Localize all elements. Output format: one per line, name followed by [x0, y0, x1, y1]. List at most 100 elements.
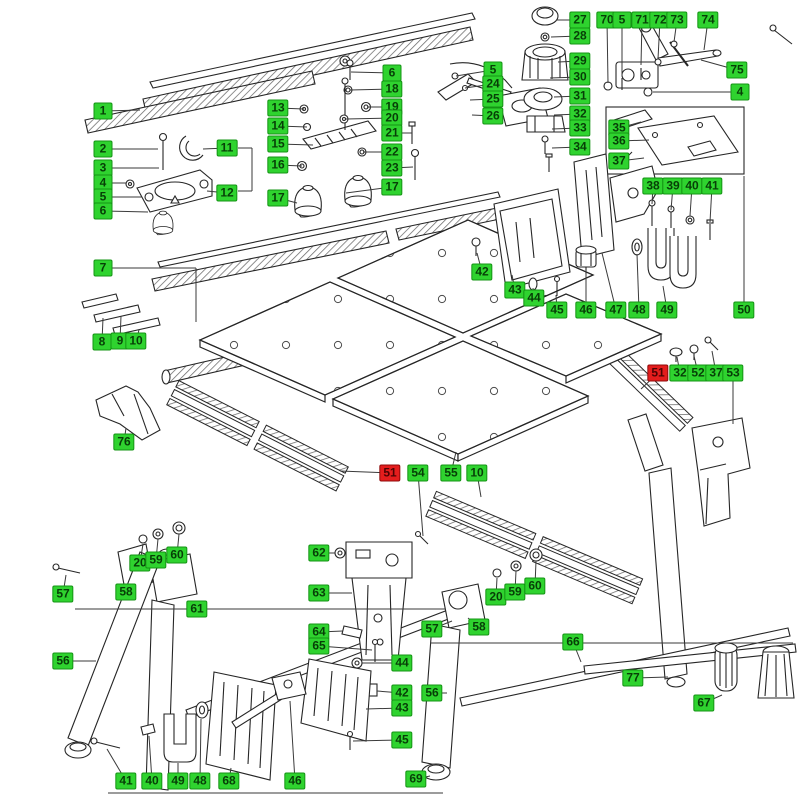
part-label-38[interactable]: 38 [642, 177, 664, 195]
part-label-47[interactable]: 47 [605, 301, 627, 319]
part-label-26[interactable]: 26 [482, 107, 504, 125]
part-label-56[interactable]: 56 [52, 652, 74, 670]
part-label-40[interactable]: 40 [141, 772, 163, 790]
part-label-45[interactable]: 45 [546, 301, 568, 319]
part-label-42[interactable]: 42 [471, 263, 493, 281]
part-label-76[interactable]: 76 [113, 433, 135, 451]
clamp-column-art [521, 6, 569, 172]
part-label-4[interactable]: 4 [730, 83, 750, 101]
part-label-59[interactable]: 59 [145, 551, 167, 569]
part-label-28[interactable]: 28 [569, 27, 591, 45]
part-label-58[interactable]: 58 [468, 618, 490, 636]
part-label-63[interactable]: 63 [308, 584, 330, 602]
part-label-69[interactable]: 69 [405, 770, 427, 788]
part-label-74[interactable]: 74 [697, 11, 719, 29]
part-label-41[interactable]: 41 [701, 177, 723, 195]
knob-grip-art [714, 642, 795, 699]
push-handle-art [95, 385, 161, 441]
part-label-29[interactable]: 29 [569, 52, 591, 70]
part-label-27[interactable]: 27 [569, 11, 591, 29]
part-label-49[interactable]: 49 [656, 301, 678, 319]
part-label-65[interactable]: 65 [308, 637, 330, 655]
part-label-21[interactable]: 21 [381, 124, 403, 142]
part-label-61[interactable]: 61 [186, 600, 208, 618]
part-label-10[interactable]: 10 [125, 332, 147, 350]
part-label-66[interactable]: 66 [562, 633, 584, 651]
part-label-22[interactable]: 22 [381, 143, 403, 161]
part-label-77[interactable]: 77 [622, 669, 644, 687]
part-label-12[interactable]: 12 [216, 184, 238, 202]
rail-stack-bottom-art [425, 490, 644, 605]
part-label-68[interactable]: 68 [218, 772, 240, 790]
part-label-14[interactable]: 14 [267, 117, 289, 135]
part-label-62[interactable]: 62 [308, 544, 330, 562]
angle-bracket-assembly-art [125, 132, 213, 236]
part-label-53[interactable]: 53 [722, 364, 744, 382]
rail-segment-ends-art [81, 293, 161, 336]
part-label-43[interactable]: 43 [391, 699, 413, 717]
part-label-71[interactable]: 71 [631, 11, 653, 29]
part-label-33[interactable]: 33 [569, 119, 591, 137]
part-label-48[interactable]: 48 [628, 301, 650, 319]
part-label-49[interactable]: 49 [167, 772, 189, 790]
part-label-16[interactable]: 16 [267, 156, 289, 174]
part-label-44[interactable]: 44 [523, 289, 545, 307]
part-label-52[interactable]: 52 [687, 364, 709, 382]
part-label-46[interactable]: 46 [575, 301, 597, 319]
part-label-13[interactable]: 13 [267, 99, 289, 117]
part-label-35[interactable]: 35 [608, 119, 630, 137]
part-label-6[interactable]: 6 [382, 64, 402, 82]
part-label-23[interactable]: 23 [381, 159, 403, 177]
part-label-55[interactable]: 55 [440, 464, 462, 482]
part-label-57[interactable]: 57 [52, 585, 74, 603]
part-label-44[interactable]: 44 [391, 654, 413, 672]
part-label-73[interactable]: 73 [666, 11, 688, 29]
part-label-40[interactable]: 40 [681, 177, 703, 195]
part-label-24[interactable]: 24 [482, 75, 504, 93]
part-label-48[interactable]: 48 [189, 772, 211, 790]
part-label-32[interactable]: 32 [569, 105, 591, 123]
side-panel-parts-art [471, 188, 697, 296]
part-label-41[interactable]: 41 [115, 772, 137, 790]
part-label-46[interactable]: 46 [284, 772, 306, 790]
part-label-60[interactable]: 60 [524, 577, 546, 595]
part-label-56[interactable]: 56 [421, 684, 443, 702]
part-label-8[interactable]: 8 [92, 333, 112, 351]
part-label-54[interactable]: 54 [407, 464, 429, 482]
part-label-59[interactable]: 59 [504, 583, 526, 601]
part-label-18[interactable]: 18 [381, 80, 403, 98]
part-label-7[interactable]: 7 [93, 259, 113, 277]
part-label-15[interactable]: 15 [267, 135, 289, 153]
part-label-37[interactable]: 37 [608, 152, 630, 170]
part-label-75[interactable]: 75 [726, 61, 748, 79]
rail-stack-left-art [166, 379, 349, 492]
part-label-25[interactable]: 25 [482, 90, 504, 108]
part-label-10[interactable]: 10 [466, 464, 488, 482]
part-label-11[interactable]: 11 [216, 139, 238, 157]
part-label-2[interactable]: 2 [93, 140, 113, 158]
part-label-51-highlighted[interactable]: 51 [379, 464, 401, 482]
part-label-51-highlighted[interactable]: 51 [647, 364, 669, 382]
part-label-30[interactable]: 30 [569, 68, 591, 86]
part-label-5[interactable]: 5 [612, 11, 632, 29]
part-label-20[interactable]: 20 [485, 588, 507, 606]
part-label-43[interactable]: 43 [504, 281, 526, 299]
part-label-72[interactable]: 72 [649, 11, 671, 29]
part-label-31[interactable]: 31 [569, 87, 591, 105]
part-label-60[interactable]: 60 [166, 546, 188, 564]
part-label-57[interactable]: 57 [421, 620, 443, 638]
part-label-17[interactable]: 17 [267, 189, 289, 207]
part-label-1[interactable]: 1 [93, 102, 113, 120]
part-label-67[interactable]: 67 [693, 694, 715, 712]
part-label-50[interactable]: 50 [733, 301, 755, 319]
part-label-45[interactable]: 45 [391, 731, 413, 749]
part-label-17[interactable]: 17 [381, 178, 403, 196]
part-label-58[interactable]: 58 [115, 583, 137, 601]
part-label-36[interactable]: 36 [608, 132, 630, 150]
right-leg-assembly-art [421, 413, 797, 781]
corner-bracket-right-art [669, 336, 751, 527]
part-label-6[interactable]: 6 [93, 202, 113, 220]
part-label-34[interactable]: 34 [569, 138, 591, 156]
